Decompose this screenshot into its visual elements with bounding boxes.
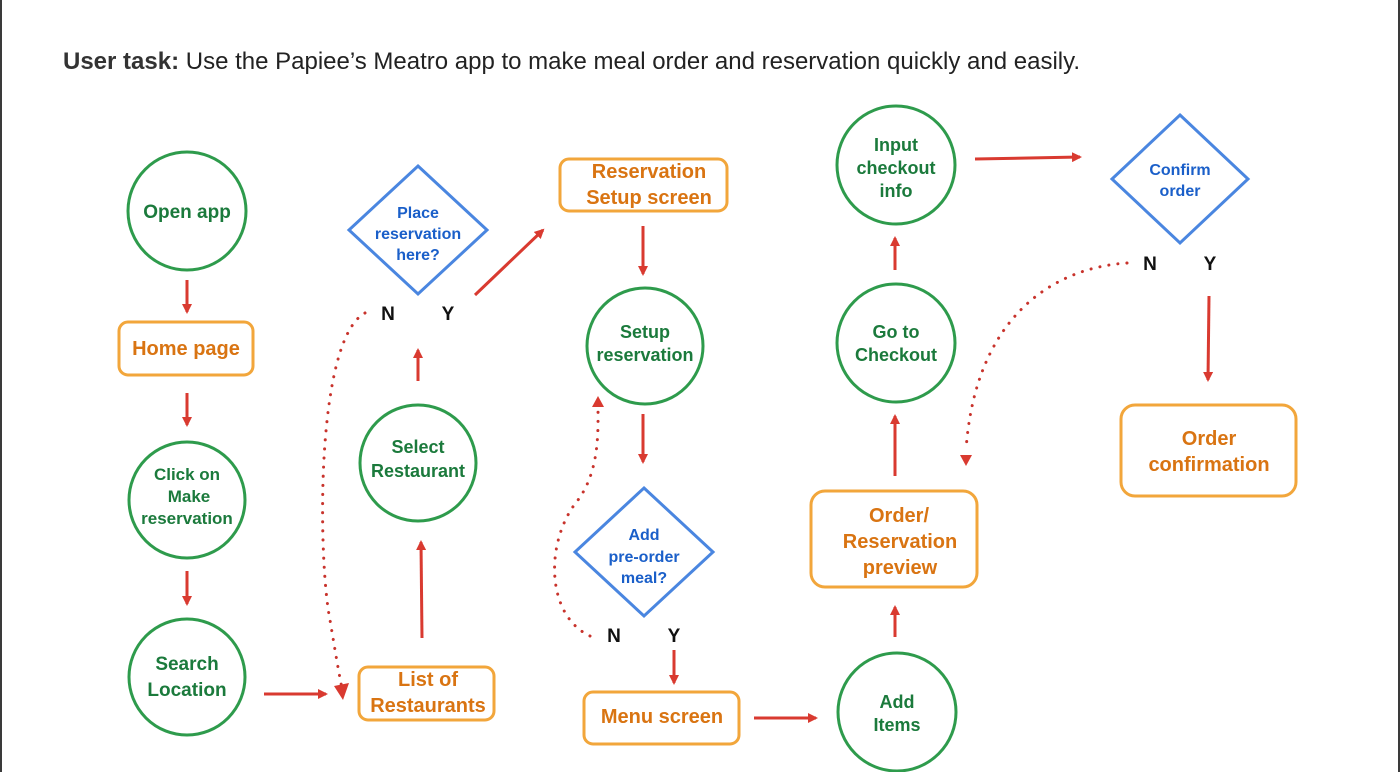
node-open-app-line-1: Open app (143, 202, 231, 223)
node-open-app: Open app (126, 150, 248, 272)
user-task-text: Use the Papiee’s Meatro app to make meal… (185, 48, 1080, 75)
node-menu-screen: Menu screen (582, 690, 741, 746)
node-place-line-3: here? (396, 247, 440, 264)
arrow-yes-to-order-confirmation (1203, 295, 1214, 382)
node-click-line-3: reservation (141, 509, 233, 528)
dotted-arrow-confirm-no-to-preview (964, 261, 1129, 452)
confirm-order-no-label: N (1143, 254, 1157, 275)
node-add-items-line-2: Items (873, 715, 920, 735)
node-preorder-line-1: Add (628, 527, 659, 544)
arrow-input-to-confirm (974, 152, 1082, 163)
dotted-arrowhead-setup (592, 396, 604, 407)
dotted-arrow-place-no-to-list (321, 311, 367, 690)
node-search-location: Search Location (127, 617, 247, 737)
node-setup-reservation: Setup reservation (585, 286, 705, 406)
node-home-page: Home page (117, 320, 255, 377)
user-task-heading: User task: Use the Papiee’s Meatro app t… (63, 48, 1080, 76)
node-res-setup-line-1: Reservation (592, 161, 707, 183)
node-search-line-1: Search (155, 654, 218, 675)
node-input-line-1: Input (874, 135, 918, 155)
node-input-line-3: info (880, 181, 913, 201)
node-menu-line-1: Menu screen (601, 706, 723, 728)
node-input-line-2: checkout (856, 158, 935, 178)
right-frame-border (1398, 0, 1400, 772)
node-list-line-1: List of (398, 669, 458, 691)
node-click-line-2: Make (168, 487, 211, 506)
node-setup-line-1: Setup (620, 322, 670, 342)
node-preview-line-1: Order/ (869, 505, 929, 527)
place-reservation-yes-label: Y (442, 304, 455, 325)
node-place-line-2: reservation (375, 226, 461, 243)
node-setup-line-2: reservation (596, 345, 693, 365)
node-checkout-line-2: Checkout (855, 345, 937, 365)
arrow-list-to-select (416, 540, 427, 639)
node-select-restaurant: Select Restaurant (358, 403, 478, 523)
node-preorder-line-3: meal? (621, 570, 667, 587)
user-task-label: User task: (63, 48, 180, 75)
node-preview-line-2: Reservation (843, 531, 958, 553)
node-checkout-line-1: Go to (873, 322, 920, 342)
preorder-yes-label: Y (668, 626, 681, 647)
node-order-reservation-preview: Order/ Reservation preview (809, 489, 979, 589)
node-click-line-1: Click on (154, 465, 220, 484)
node-click-make-reservation: Click on Make reservation (127, 440, 247, 560)
node-add-items-line-1: Add (880, 692, 915, 712)
node-place-reservation-here: Place reservation here? (346, 163, 490, 297)
node-input-checkout-info: Input checkout info (835, 104, 957, 226)
node-list-line-2: Restaurants (370, 695, 486, 717)
dotted-arrow-preorder-no-to-setup (553, 403, 600, 638)
confirm-order-yes-label: Y (1204, 254, 1217, 275)
node-order-confirmation: Order confirmation (1119, 403, 1298, 498)
node-confirm-line-2: order (1160, 183, 1201, 200)
left-frame-border (0, 0, 2, 772)
node-list-of-restaurants: List of Restaurants (357, 665, 496, 722)
node-search-line-2: Location (147, 680, 226, 701)
node-order-conf-line-1: Order (1182, 428, 1237, 450)
node-res-setup-line-2: Setup screen (586, 187, 712, 209)
node-order-conf-line-2: confirmation (1148, 454, 1269, 476)
node-confirm-line-1: Confirm (1149, 162, 1210, 179)
place-reservation-no-label: N (381, 304, 395, 325)
dotted-arrowhead-list (334, 683, 349, 700)
arrow-yes-to-res-setup (473, 228, 545, 297)
node-place-line-1: Place (397, 205, 439, 222)
node-confirm-order: Confirm order (1109, 112, 1251, 246)
dotted-arrowhead-preview (960, 455, 972, 466)
node-add-preorder-meal: Add pre-order meal? (572, 485, 716, 619)
node-reservation-setup-screen: Reservation Setup screen (558, 157, 729, 213)
node-preorder-line-2: pre-order (608, 549, 679, 566)
node-select-line-2: Restaurant (371, 461, 465, 481)
preorder-no-label: N (607, 626, 621, 647)
node-home-page-line-1: Home page (132, 338, 240, 360)
node-preview-line-3: preview (863, 557, 938, 579)
node-select-line-1: Select (391, 437, 444, 457)
node-add-items: Add Items (836, 651, 958, 772)
node-go-to-checkout: Go to Checkout (835, 282, 957, 404)
